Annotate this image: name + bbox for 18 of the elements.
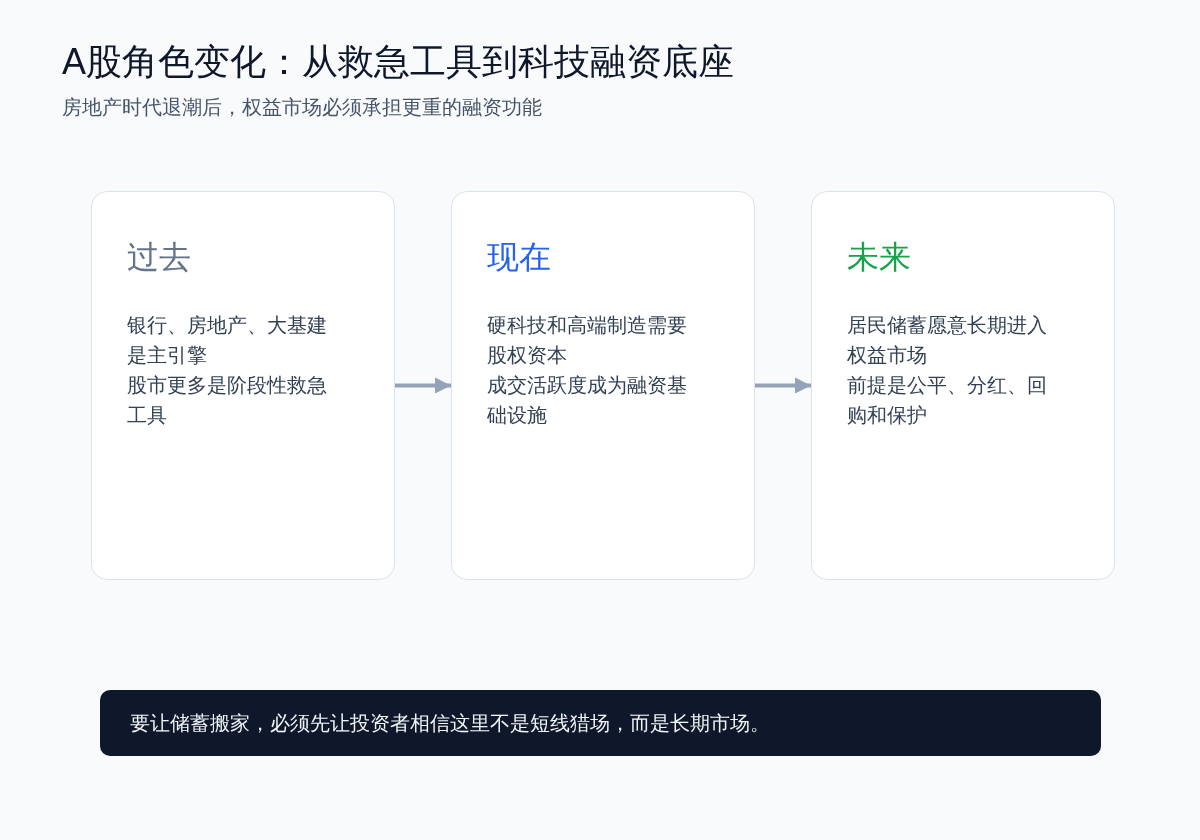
card-text: 居民储蓄愿意长期进入权益市场 (847, 313, 1048, 368)
stage-card (91, 191, 395, 580)
subtitle: 房地产时代退潮后，权益市场必须承担更重的融资功能 (62, 95, 542, 120)
card-text: 股市更多是阶段性救急工具 (127, 373, 328, 428)
card-heading: 过去 (127, 238, 191, 276)
stage-card (811, 191, 1115, 580)
diagram-title: A股角色变化：从救急工具到科技融资底座 (62, 40, 734, 84)
card-text: 成交活跃度成为融资基础设施 (487, 373, 688, 428)
banner-text: 要让储蓄搬家，必须先让投资者相信这里不是短线猎场，而是长期市场。 (130, 711, 770, 736)
arrow (755, 377, 811, 394)
message-banner (100, 690, 1101, 756)
arrow (395, 377, 451, 394)
card-heading: 未来 (847, 238, 911, 276)
card-heading: 现在 (487, 238, 551, 276)
stage-card (451, 191, 755, 580)
card-text: 前提是公平、分红、回购和保护 (847, 373, 1048, 428)
card-text: 银行、房地产、大基建是主引擎 (127, 313, 328, 368)
card-text: 硬科技和高端制造需要股权资本 (487, 313, 688, 368)
